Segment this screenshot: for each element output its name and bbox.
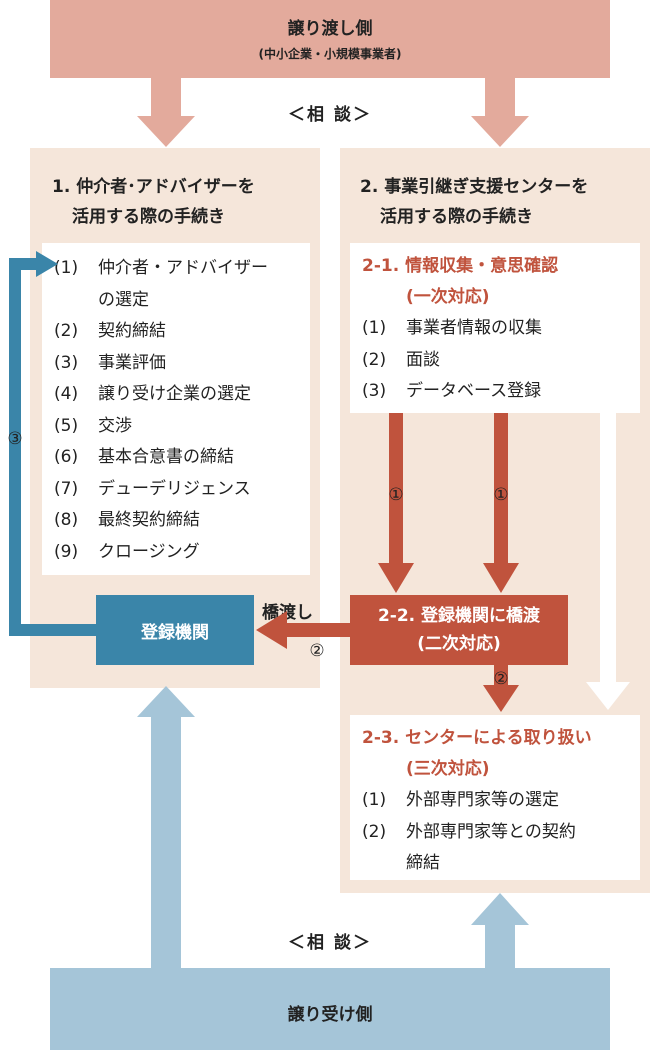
list-item-text: 仲介者・アドバイザー <box>98 258 268 278</box>
list-item-text: データベース登録 <box>406 381 542 401</box>
left-panel-title-line2: 活用する際の手続き <box>72 207 225 227</box>
list-item-text: クロージング <box>98 541 200 562</box>
list-item: (5) 交渉 <box>54 411 310 443</box>
list-item: (8) 最終契約締結 <box>54 505 310 537</box>
list-item: (7) デューデリジェンス <box>54 474 310 506</box>
list-item: (4) 譲り受け企業の選定 <box>54 379 310 411</box>
list-item: (1) 外部専門家等の選定 <box>362 785 640 817</box>
consult-label-top: ＜相 談＞ <box>288 105 372 125</box>
seller-title: 譲り渡し側 <box>287 19 373 39</box>
list-item-text: 基本合意書の締結 <box>98 447 234 467</box>
list-item: (2) 外部専門家等との契約 <box>362 817 640 849</box>
consult-label-bottom: ＜相 談＞ <box>288 933 372 953</box>
list-item-number: (3) <box>54 352 79 373</box>
step-2-1-subtitle: (一次対応) <box>406 287 490 307</box>
bridge-label: 橋渡し <box>262 603 313 623</box>
step-2-3-box: 2-3. センターによる取り扱い (三次対応) (1) 外部専門家等の選定 (2)… <box>350 715 640 880</box>
list-item: (1) 事業者情報の収集 <box>362 313 640 345</box>
list-item-text: 面談 <box>406 349 440 370</box>
list-item: (3) 事業評価 <box>54 348 310 380</box>
list-item-text: 交渉 <box>98 415 132 436</box>
list-item: (2) 契約締結 <box>54 316 310 348</box>
list-item-text: 事業評価 <box>98 352 166 373</box>
list-item-text: 外部専門家等との契約 <box>406 821 576 842</box>
list-item-text: 外部専門家等の選定 <box>406 790 559 810</box>
list-item-number: (8) <box>54 510 79 530</box>
right-panel-title-line1: 2. 事業引継ぎ支援センターを <box>360 177 589 197</box>
list-item-number: (6) <box>54 447 79 467</box>
step-2-2-title: 2-2. 登録機関に橋渡 <box>377 606 541 626</box>
procedure-list: (1) 仲介者・アドバイザー の選定 (2) 契約締結 (3) 事業評価 (4) 譲り受… <box>42 243 310 575</box>
seller-to-right-arrow <box>471 78 529 147</box>
seller-subtitle: (中小企業・小規模事業者) <box>258 47 402 61</box>
list-item-number: (2) <box>362 821 387 842</box>
step-2-2-box: 2-2. 登録機関に橋渡 (二次対応) <box>350 595 568 665</box>
list-item-number: (1) <box>362 318 387 338</box>
step-2-3-title: 2-3. センターによる取り扱い <box>362 728 592 748</box>
list-item-continuation: 締結 <box>406 853 440 873</box>
list-item: (2) 面談 <box>362 345 640 377</box>
list-item-text: 契約締結 <box>98 321 166 341</box>
list-item-continuation: の選定 <box>98 289 149 310</box>
buyer-to-left-arrow <box>137 686 195 968</box>
step-2-3-subtitle: (三次対応) <box>406 759 490 779</box>
list-item-number: (3) <box>362 381 387 401</box>
left-panel-title-line1: 1. 仲介者･アドバイザーを <box>52 177 255 197</box>
list-item: (1) 仲介者・アドバイザー <box>54 253 310 285</box>
step-2-1-box: 2-1. 情報収集・意思確認 (一次対応) (1)事業者情報の収集 (2)面談 … <box>350 243 640 413</box>
list-item: (6) 基本合意書の締結 <box>54 442 310 474</box>
seller-to-left-arrow <box>137 78 195 147</box>
list-item-number: (1) <box>54 258 79 278</box>
list-item: (3) データベース登録 <box>362 376 640 408</box>
list-item-number: (4) <box>54 384 79 404</box>
list-item-number: (5) <box>54 415 79 436</box>
list-item-text: デューデリジェンス <box>98 478 251 499</box>
buyer-banner: 譲り受け側 <box>50 968 610 1050</box>
list-item-number: (1) <box>362 790 387 810</box>
step-2-1-title: 2-1. 情報収集・意思確認 <box>362 256 559 276</box>
list-item-text: 譲り受け企業の選定 <box>98 384 251 404</box>
right-panel-title-line2: 活用する際の手続き <box>380 207 533 227</box>
marker-three: ③ <box>7 429 22 449</box>
step-2-2-subtitle: (二次対応) <box>417 634 501 654</box>
seller-banner: 譲り渡し側 (中小企業・小規模事業者) <box>50 0 610 78</box>
buyer-to-right-arrow <box>471 893 529 968</box>
list-item-number: (7) <box>54 478 79 499</box>
list-item: (9) クロージング <box>54 537 310 569</box>
list-item-text: 事業者情報の収集 <box>406 318 542 338</box>
list-item-number: (2) <box>54 321 79 341</box>
list-item-number: (2) <box>362 349 387 370</box>
list-item-text: 最終契約締結 <box>98 510 200 530</box>
buyer-title: 譲り受け側 <box>287 1005 373 1025</box>
list-item-number: (9) <box>54 541 79 562</box>
registered-agency-box: 登録機関 <box>96 595 254 665</box>
